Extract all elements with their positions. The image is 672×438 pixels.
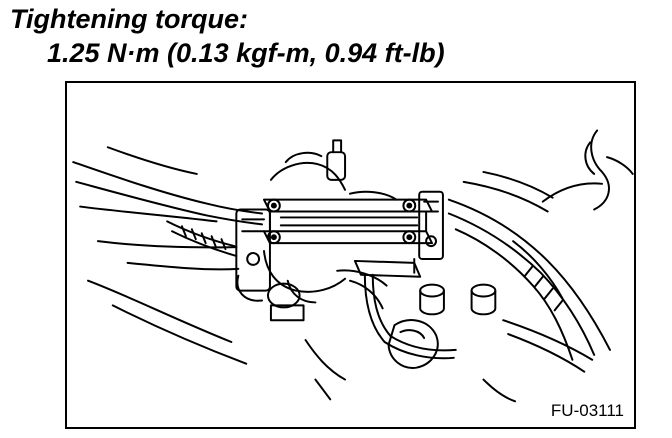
figure-code: FU-03111 bbox=[550, 401, 624, 420]
figure-frame: FU-03111 bbox=[65, 81, 636, 429]
bolt-group bbox=[266, 198, 417, 245]
torque-value: 1.25 N·m (0.13 kgf-m, 0.94 ft-lb) bbox=[47, 38, 445, 68]
torque-heading: Tightening torque: bbox=[10, 4, 248, 34]
line-art-engine-fuel-component-icon bbox=[72, 129, 634, 403]
